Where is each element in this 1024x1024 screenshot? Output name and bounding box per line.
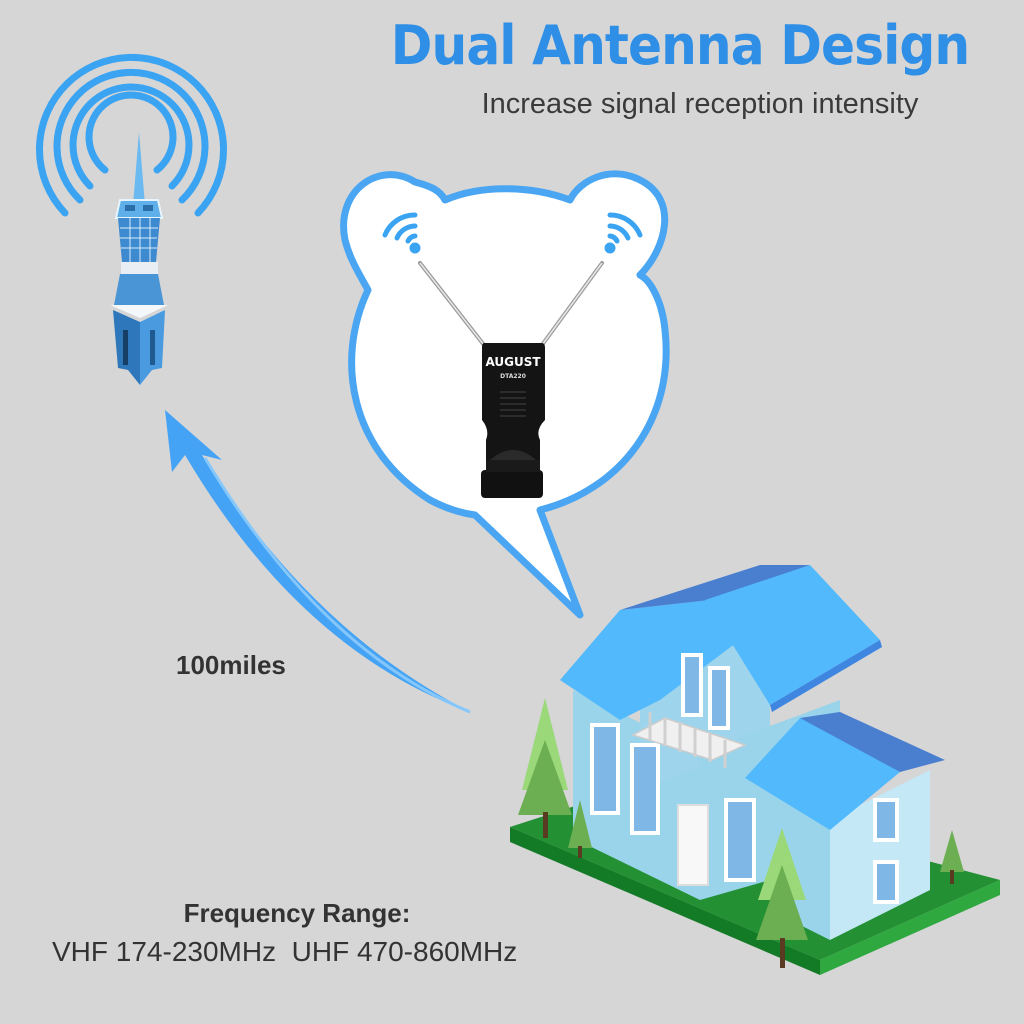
frequency-values: VHF 174-230MHz UHF 470-860MHz xyxy=(52,936,518,967)
frequency-title: Frequency Range: xyxy=(183,898,411,928)
tree xyxy=(518,698,572,838)
antenna-device xyxy=(418,261,604,498)
wifi-signal-icon xyxy=(382,212,421,254)
tree xyxy=(756,828,808,968)
wifi-signal-icon xyxy=(604,212,643,254)
tree xyxy=(568,800,592,858)
page-subtitle: Increase signal reception intensity xyxy=(481,88,919,120)
page-title: Dual Antenna Design xyxy=(390,14,970,77)
distance-label: 100miles xyxy=(176,650,286,680)
tree xyxy=(940,830,964,884)
curved-arrow-icon xyxy=(165,410,471,714)
house-illustration xyxy=(510,565,1000,975)
broadcast-tower-icon xyxy=(36,53,227,385)
